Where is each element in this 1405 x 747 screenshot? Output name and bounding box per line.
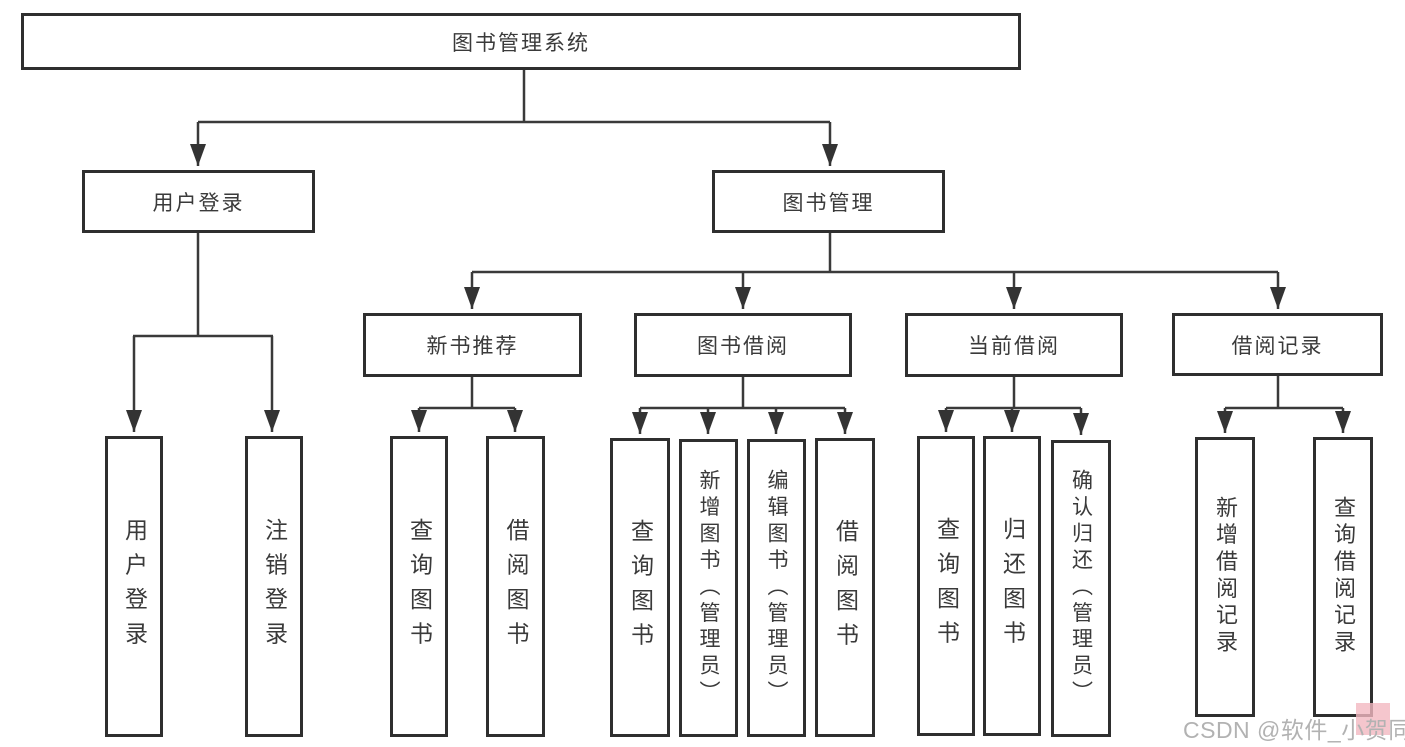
node-label: 图书管理系统 — [452, 31, 590, 55]
node-label: 查询图书 — [627, 518, 654, 657]
node-leaf-bb-edit-books-admin: 编辑图书（管理员） — [747, 439, 806, 737]
node-leaf-br-add-record: 新增借阅记录 — [1195, 437, 1255, 717]
node-label: 新增图书（管理员） — [697, 468, 720, 708]
node-user-login: 用户登录 — [82, 170, 315, 233]
node-label: 借阅记录 — [1231, 334, 1324, 358]
node-leaf-bb-add-books-admin: 新增图书（管理员） — [679, 439, 738, 737]
node-leaf-br-query-record: 查询借阅记录 — [1313, 437, 1373, 717]
node-label: 新书推荐 — [426, 335, 519, 358]
node-borrow-records: 借阅记录 — [1172, 313, 1383, 376]
node-label: 图书管理 — [782, 191, 875, 215]
node-label: 编辑图书（管理员） — [765, 468, 788, 708]
node-label: 图书借阅 — [697, 335, 789, 358]
node-leaf-nb-query-books: 查询图书 — [390, 436, 448, 737]
node-new-book-recommend: 新书推荐 — [363, 313, 582, 377]
node-label: 用户登录 — [152, 191, 245, 215]
node-label: 查询图书 — [406, 517, 433, 656]
node-leaf-logout: 注销登录 — [245, 436, 303, 737]
node-leaf-bb-query-books: 查询图书 — [610, 438, 670, 737]
node-label: 用户登录 — [121, 517, 148, 656]
node-leaf-bb-borrow-books: 借阅图书 — [815, 438, 875, 737]
node-label: 借阅图书 — [832, 518, 859, 657]
node-book-borrow: 图书借阅 — [634, 313, 852, 377]
node-book-management: 图书管理 — [712, 170, 945, 233]
node-label: 新增借阅记录 — [1213, 496, 1238, 658]
node-leaf-nb-borrow-books: 借阅图书 — [486, 436, 545, 737]
node-label: 查询图书 — [933, 517, 960, 655]
watermark-accent-square — [1356, 703, 1390, 735]
node-leaf-cb-return-books: 归还图书 — [983, 436, 1041, 736]
node-label: 借阅图书 — [503, 517, 529, 656]
node-label: 确认归还（管理员） — [1069, 469, 1093, 708]
node-label: 查询借阅记录 — [1331, 496, 1356, 658]
node-label: 注销登录 — [261, 517, 288, 656]
node-label: 归还图书 — [999, 517, 1026, 655]
node-label: 当前借阅 — [968, 335, 1060, 358]
node-current-borrow: 当前借阅 — [905, 313, 1123, 377]
watermark-text: CSDN @软件_小贺同学 — [1183, 717, 1405, 743]
node-leaf-user-login: 用户登录 — [105, 436, 163, 737]
node-leaf-cb-confirm-return-admin: 确认归还（管理员） — [1051, 440, 1111, 737]
node-root-system: 图书管理系统 — [21, 13, 1021, 70]
node-leaf-cb-query-books: 查询图书 — [917, 436, 975, 736]
